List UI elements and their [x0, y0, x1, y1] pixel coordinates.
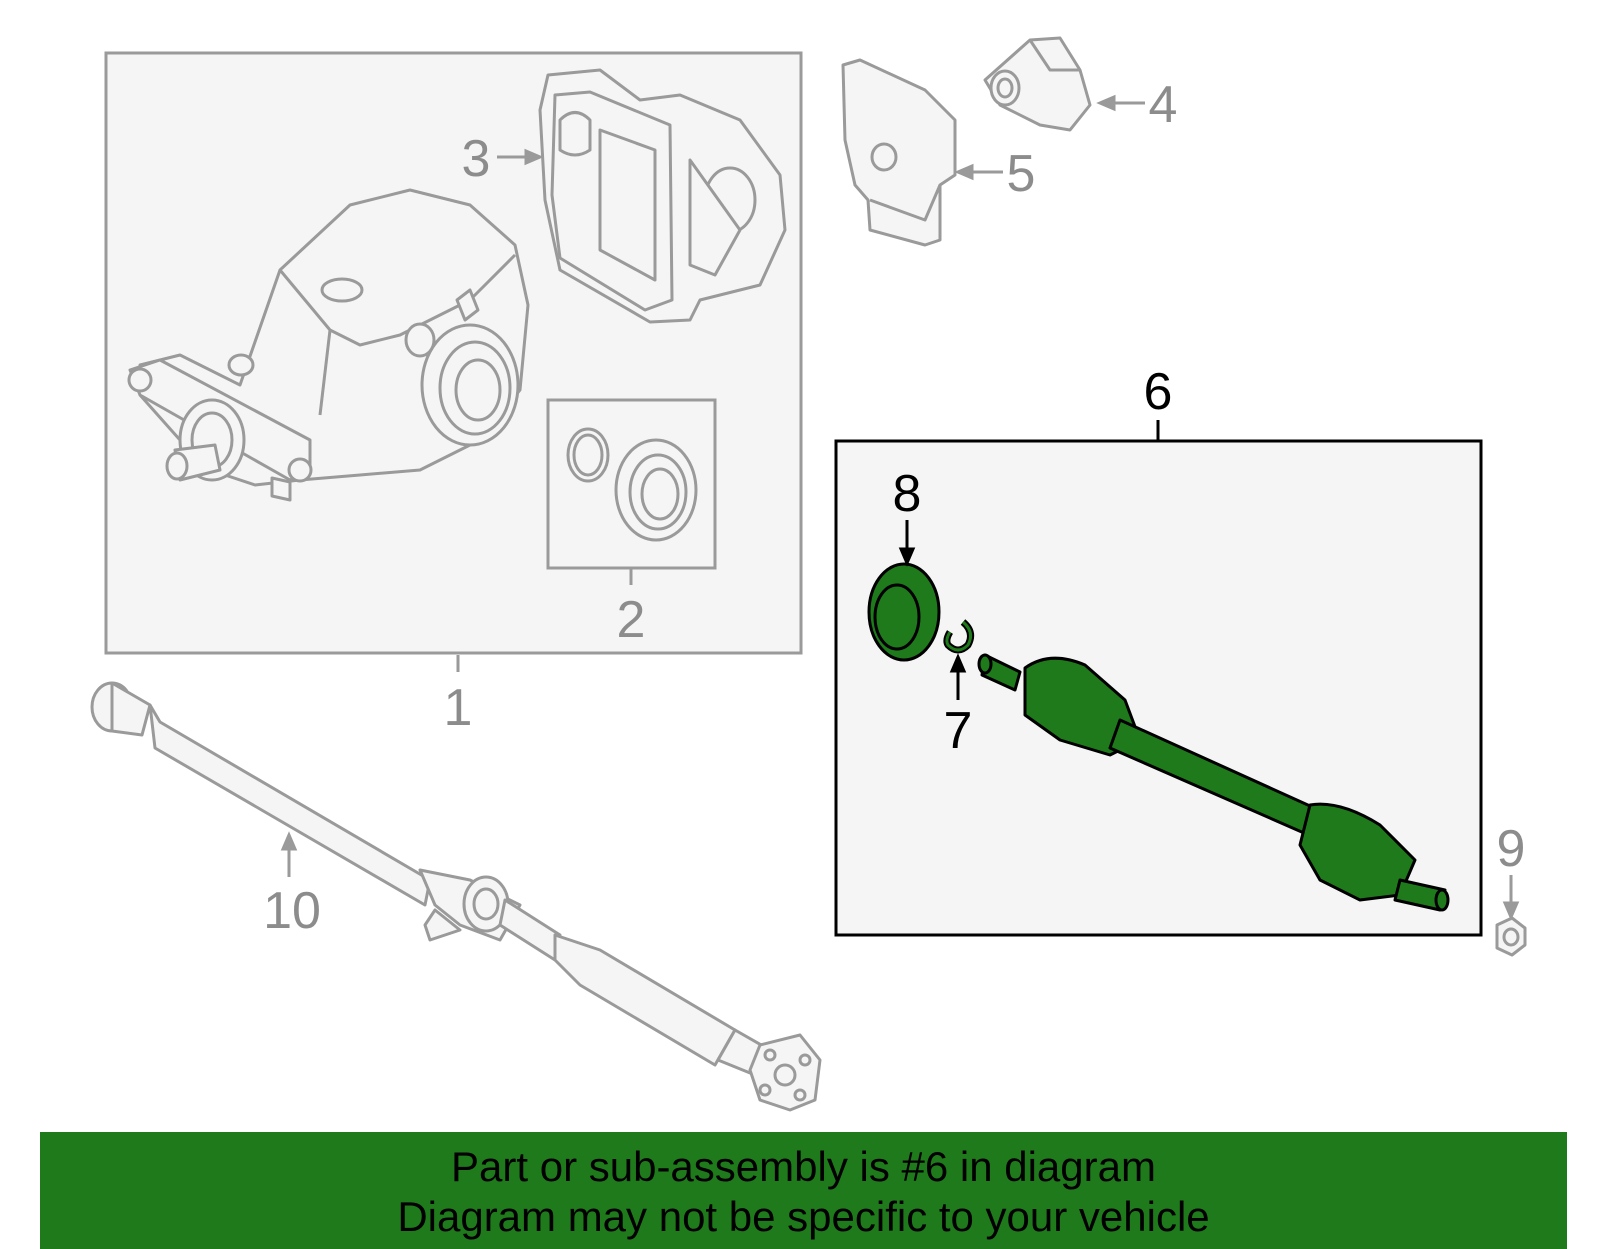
- callout-3: 3: [462, 130, 491, 188]
- callout-7: 7: [944, 702, 973, 760]
- differential-cover[interactable]: [538, 68, 787, 324]
- axle-nut[interactable]: [1495, 916, 1527, 957]
- banner-line-2: Diagram may not be specific to your vehi…: [397, 1193, 1210, 1240]
- callout-4: 4: [1149, 76, 1178, 134]
- axle-shaft[interactable]: [977, 653, 1450, 912]
- axle-seal[interactable]: [867, 562, 941, 662]
- callout-9: 9: [1497, 820, 1526, 878]
- seal-kit[interactable]: [566, 427, 698, 542]
- callout-5: 5: [1007, 145, 1036, 203]
- disclaimer-banner: Part or sub-assembly is #6 in diagram Di…: [40, 1132, 1567, 1249]
- callout-6: 6: [1144, 363, 1173, 421]
- callout-8: 8: [893, 465, 922, 523]
- snap-ring[interactable]: [943, 619, 975, 654]
- callout-1: 1: [444, 679, 473, 737]
- callout-2: 2: [617, 591, 646, 649]
- leader-lines-grey: [280, 94, 1520, 921]
- leader-lines-black: [898, 420, 1160, 700]
- callout-10: 10: [263, 882, 321, 940]
- drive-shaft[interactable]: [90, 681, 822, 1112]
- banner-line-1: Part or sub-assembly is #6 in diagram: [451, 1143, 1156, 1190]
- heat-shield[interactable]: [841, 58, 957, 247]
- mount-bracket[interactable]: [983, 36, 1092, 132]
- differential-housing[interactable]: [127, 188, 530, 502]
